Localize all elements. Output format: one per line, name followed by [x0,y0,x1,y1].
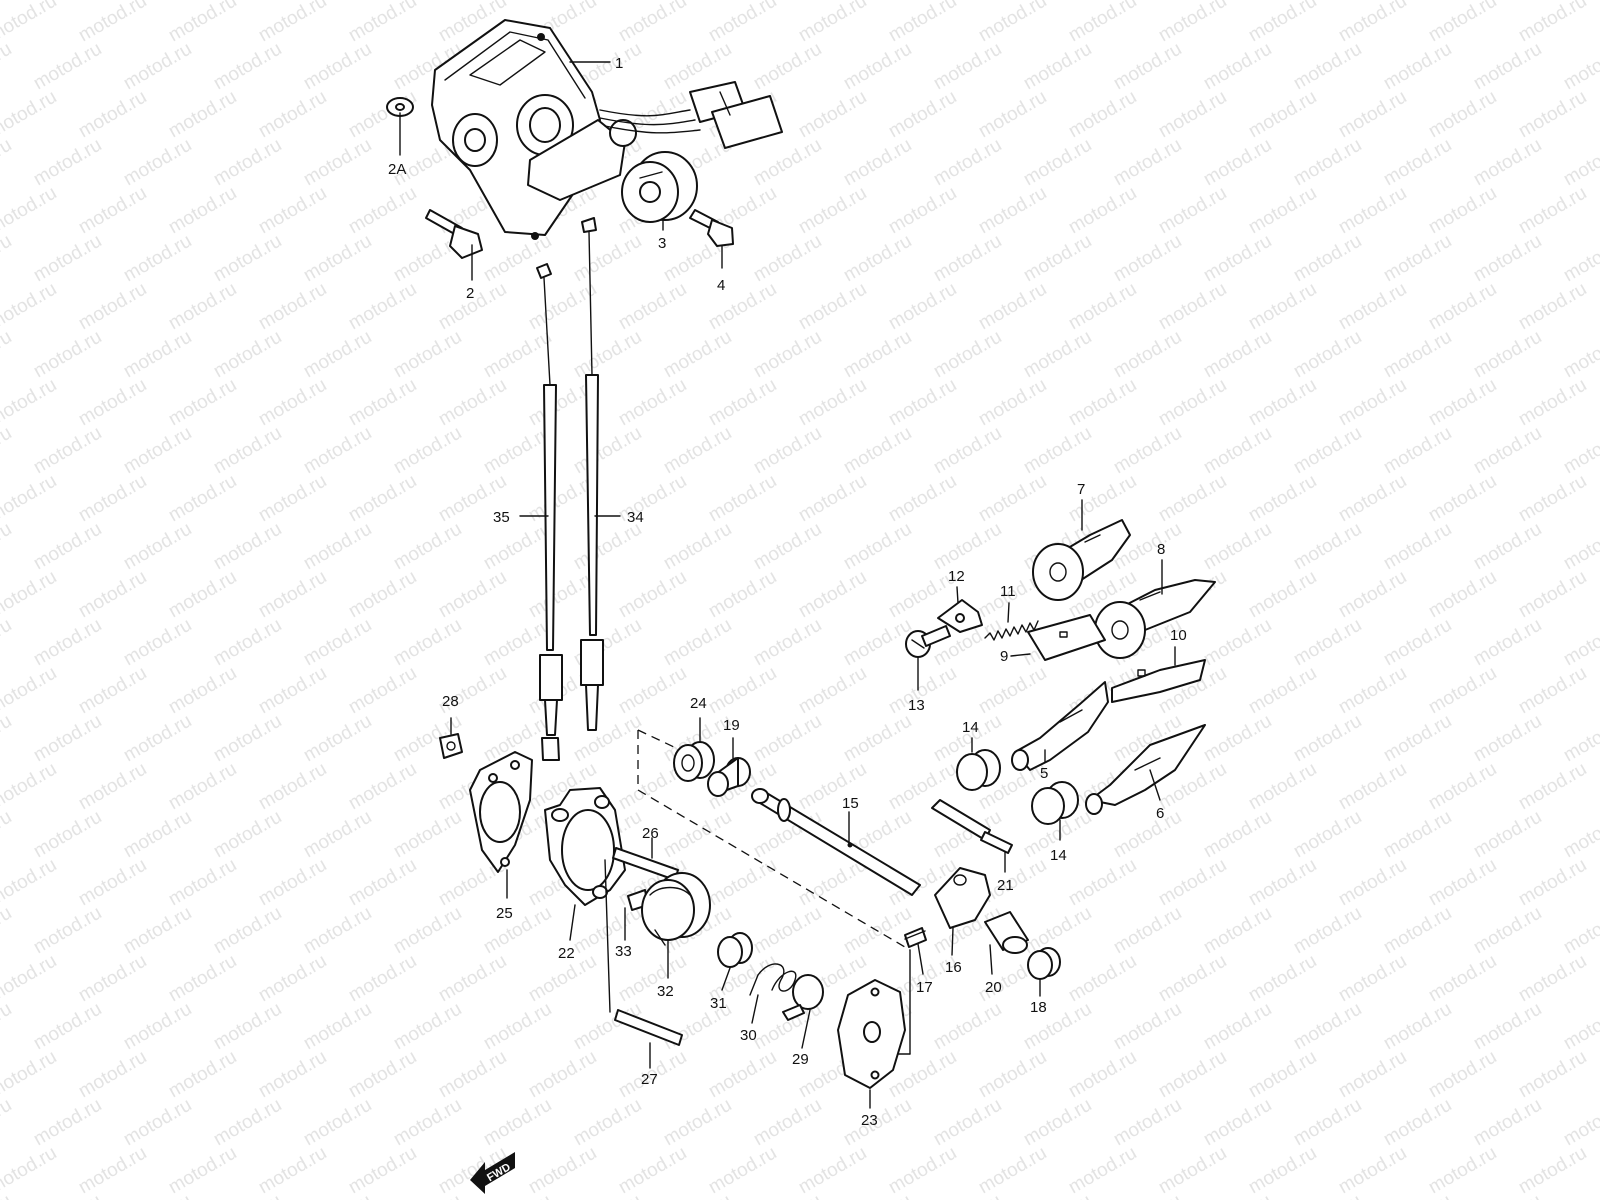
part-2-bolt [425,209,483,259]
part-14-bushing-lower [1031,781,1079,825]
fwd-badge-text: FWD [485,1161,513,1184]
label-32: 32 [657,983,674,1000]
label-27: 27 [641,1071,658,1088]
part-7-lock-cylinder [1032,519,1131,601]
label-31: 31 [710,995,727,1012]
part-27-stud [614,1009,683,1046]
part-14-bushing-upper [956,749,1001,791]
part-2a-washer [386,97,414,117]
label-7: 7 [1077,481,1085,498]
part-31-bushing [717,932,753,968]
part-24-bearing [673,741,715,782]
label-3: 3 [658,235,666,252]
label-28: 28 [442,693,459,710]
label-33: 33 [615,943,632,960]
part-13-screw [905,625,951,658]
part-1-switch-housing [431,19,783,240]
part-17-screw [904,927,927,948]
part-18-collar [1027,947,1061,980]
leader-lines [399,61,1176,1109]
label-14b: 14 [1050,847,1067,864]
assembly-lines [637,729,911,1055]
part-19-bush [707,757,751,797]
label-10: 10 [1170,627,1187,644]
part-15-shaft [751,788,921,896]
label-20: 20 [985,979,1002,996]
label-30: 30 [740,1027,757,1044]
label-2: 2 [466,285,474,302]
part-30-spring [749,963,797,996]
label-8: 8 [1157,541,1165,558]
part-10-plate [1111,659,1206,703]
label-4: 4 [717,277,725,294]
part-25-gasket [469,751,533,873]
part-23-cover [837,979,906,1089]
label-23: 23 [861,1112,878,1129]
label-5: 5 [1040,765,1048,782]
label-18: 18 [1030,999,1047,1016]
part-28-nut [439,733,463,759]
label-1: 1 [615,55,623,72]
part-3-grommet [621,151,698,223]
label-24: 24 [690,695,707,712]
part-21-rod [931,799,1013,854]
fwd-direction-badge: FWD [470,1152,515,1194]
label-34: 34 [627,509,644,526]
label-16: 16 [945,959,962,976]
part-22-bracket [544,787,626,906]
part-4-bolt [689,209,734,247]
label-6: 6 [1156,805,1164,822]
part-11-spring [984,620,1039,641]
label-19: 19 [723,717,740,734]
label-17: 17 [916,979,933,996]
label-35: 35 [493,509,510,526]
label-13: 13 [908,697,925,714]
label-14a: 14 [962,719,979,736]
part-32-cam [641,872,711,946]
part-34-cable [580,217,604,731]
part-number-labels: 1 2A 2 3 4 35 34 28 24 19 15 25 22 26 33… [388,55,1187,1129]
label-15: 15 [842,795,859,812]
part-16-lever [934,867,991,929]
label-11: 11 [1000,583,1016,600]
part-20-sleeve [984,911,1029,954]
label-22: 22 [558,945,575,962]
part-8-lock-cylinder [1094,579,1216,659]
part-35-cable [536,263,563,761]
label-26: 26 [642,825,659,842]
label-21: 21 [997,877,1014,894]
label-29: 29 [792,1051,809,1068]
label-12: 12 [948,568,965,585]
label-2a: 2A [388,161,406,178]
label-25: 25 [496,905,513,922]
label-9: 9 [1000,648,1008,665]
part-9-plate [1027,614,1106,661]
part-6-key [1085,724,1206,815]
part-29-washer [782,974,824,1021]
part-5-key [1011,681,1109,771]
